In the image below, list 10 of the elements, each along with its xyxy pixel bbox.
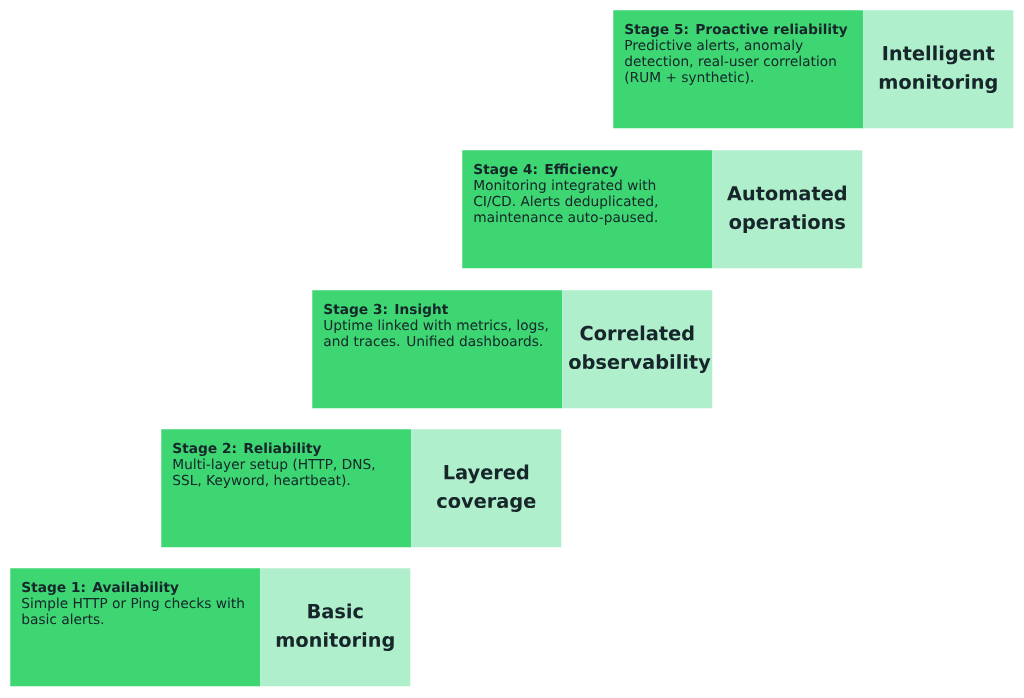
stage-box: Stage 1: Availability Simple HTTP or Ping checks with basic alerts. (10, 568, 261, 687)
stage-box: Stage 2: Reliability Multi-layer setup (HTTP, DNS, SSL, Keyword, heartbeat). (161, 429, 412, 548)
label-box: Layered coverage (411, 429, 562, 548)
stage-box: Stage 5: Proactive reliability Predictive alerts, anomaly detection, real-user correlation (RUM + synthetic). (613, 10, 864, 129)
label-box: Basic monitoring (260, 568, 411, 687)
label-box: Correlated observability (562, 290, 713, 409)
stage-box: Stage 3: Insight Uptime linked with metrics, logs, and traces. Unified dashboards. (312, 290, 563, 409)
stage-box: Stage 4: Efficiency Monitoring integrated with CI/CD. Alerts deduplicated, maintenance auto-paused. (462, 150, 713, 269)
label-box: Intelligent monitoring (863, 10, 1014, 129)
label-box: Automated operations (712, 150, 863, 269)
